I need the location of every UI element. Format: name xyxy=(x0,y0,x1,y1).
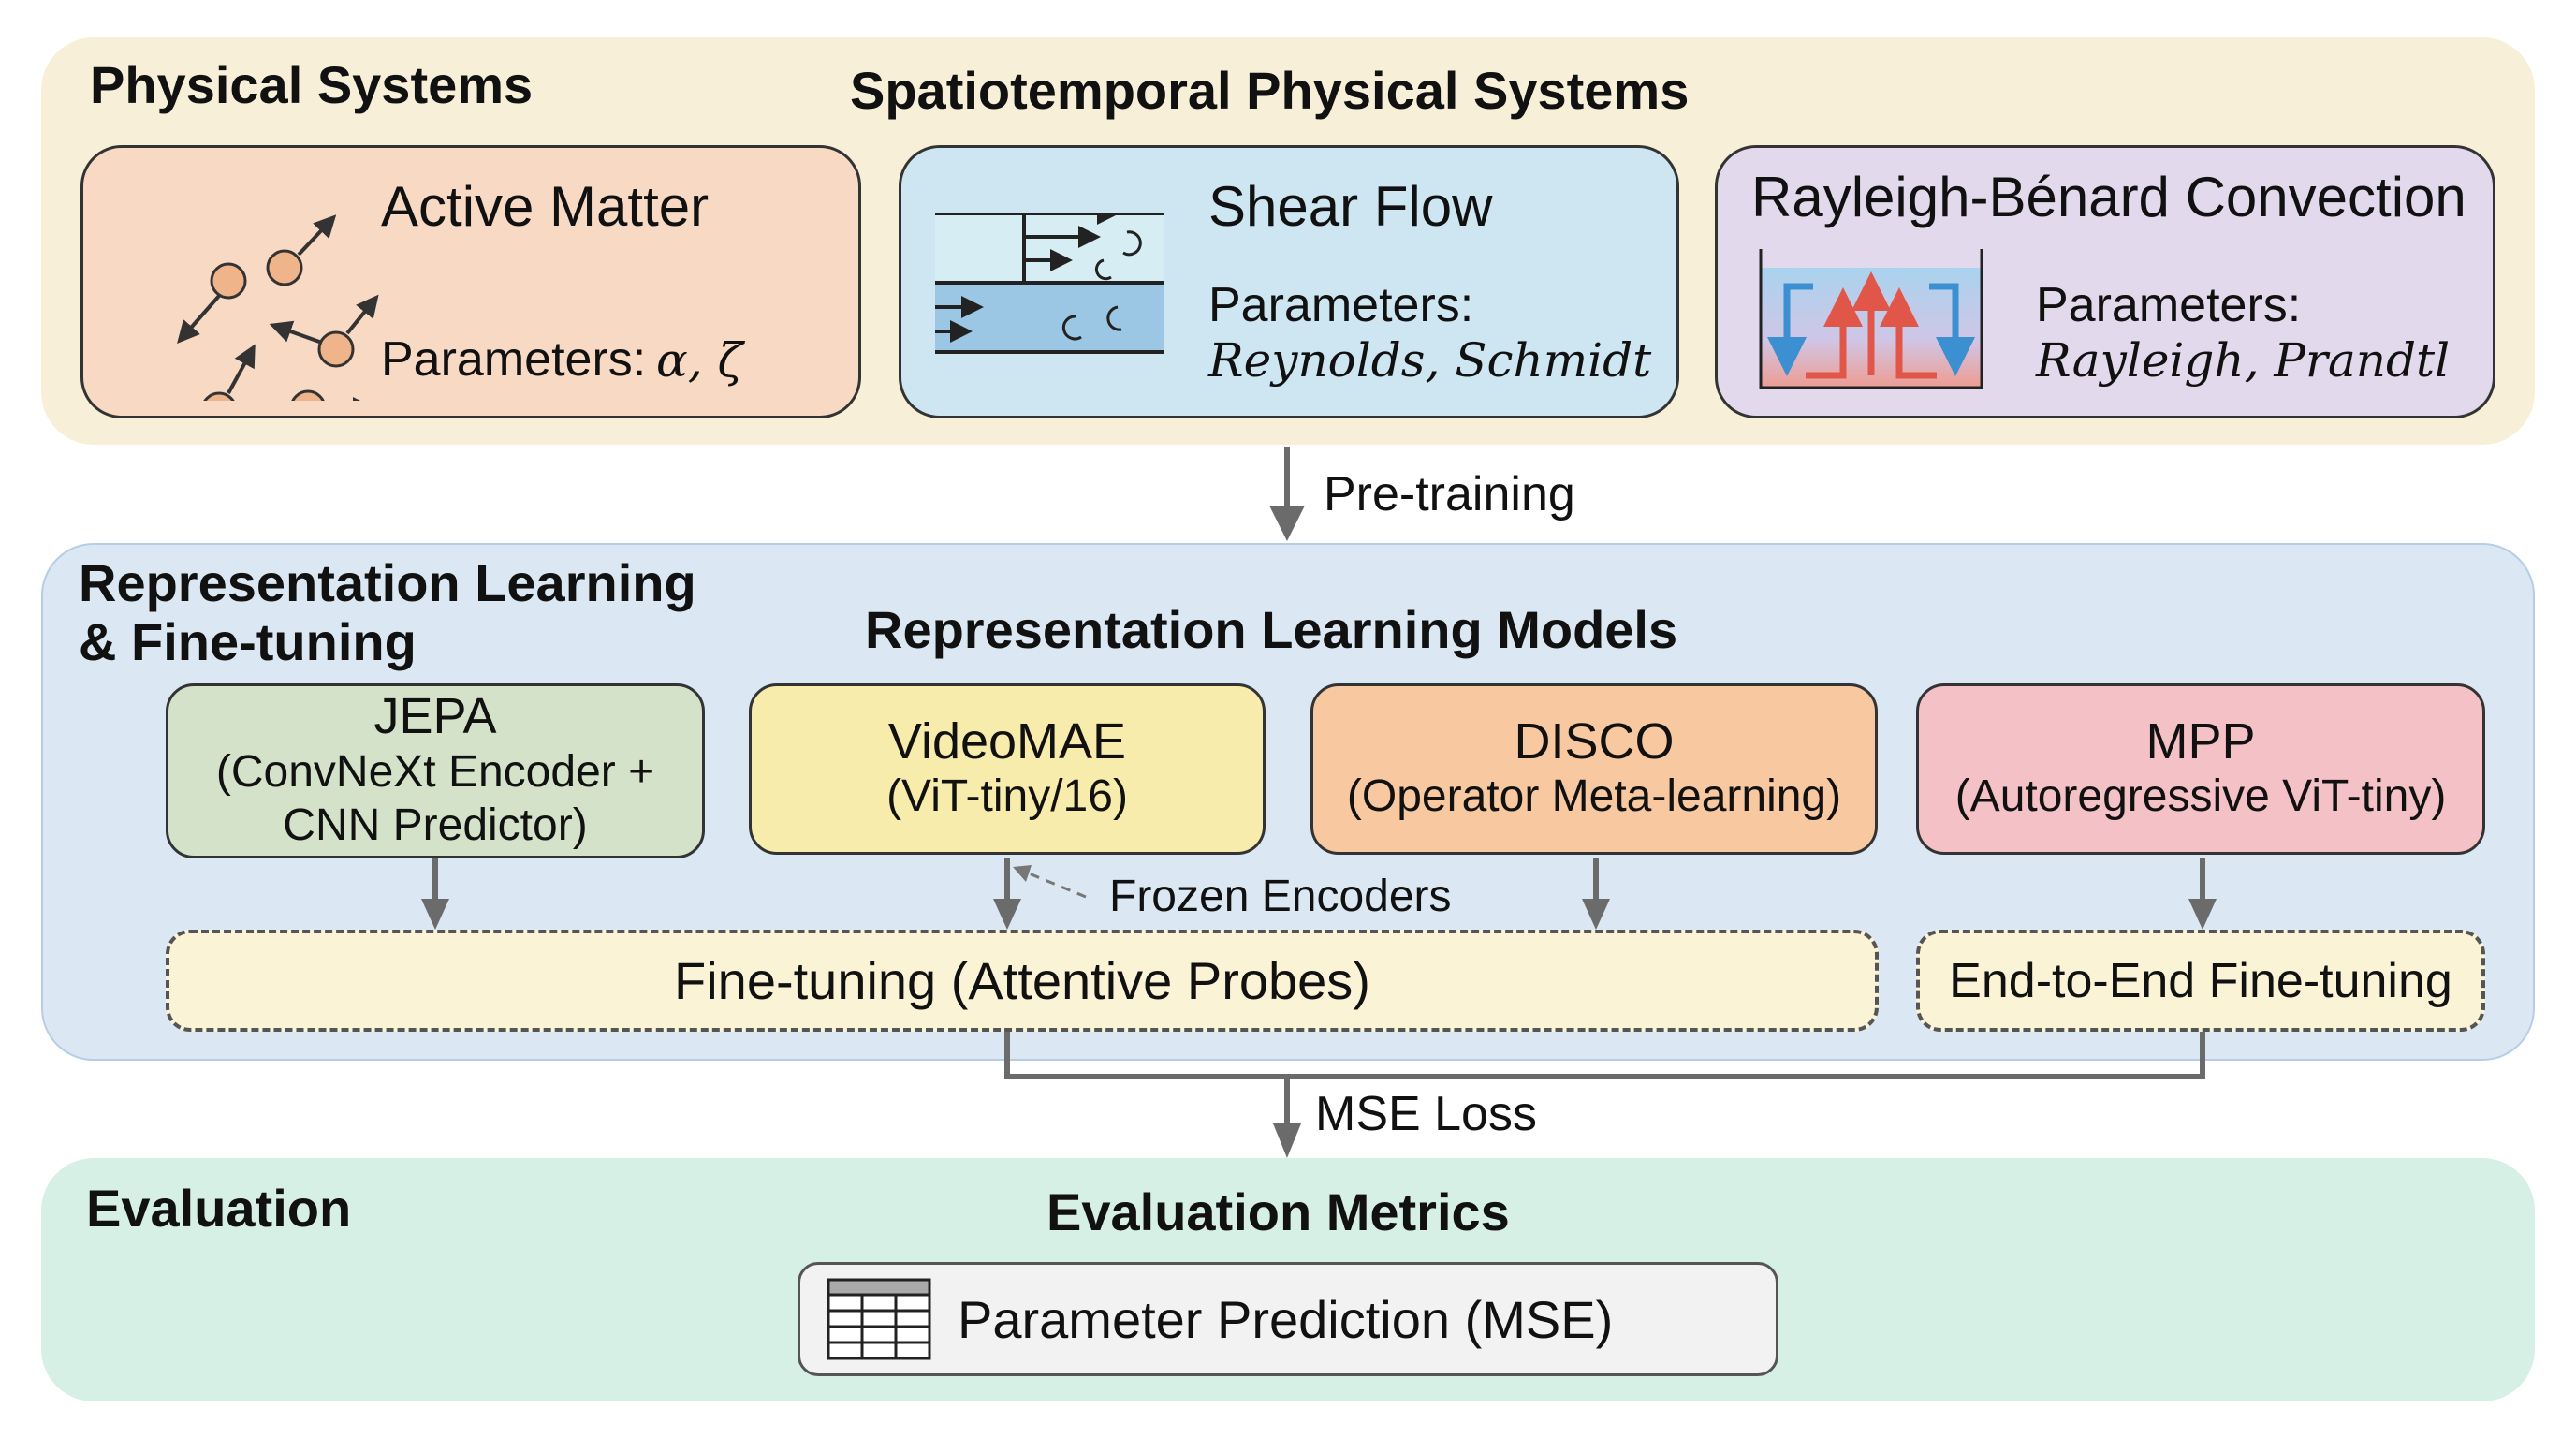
model-card-jepa[interactable]: JEPA (ConvNeXt Encoder + CNN Predictor) xyxy=(166,683,705,858)
model-card-videomae[interactable]: VideoMAE (ViT-tiny/16) xyxy=(749,683,1266,855)
label-mse-loss: MSE Loss xyxy=(1315,1087,1537,1141)
params-label: Parameters: xyxy=(2036,278,2302,332)
group-title-models: Representation Learning Models xyxy=(865,600,1678,659)
finetune-attentive-probes[interactable]: Fine-tuning (Attentive Probes) xyxy=(166,930,1879,1032)
params-values: Rayleigh, Prandtl xyxy=(2036,333,2451,388)
model-desc: (ViT-tiny/16) xyxy=(886,771,1128,822)
table-icon xyxy=(827,1278,931,1360)
label-frozen-encoders: Frozen Encoders xyxy=(1109,872,1452,921)
group-title-spatiotemporal: Spatiotemporal Physical Systems xyxy=(850,61,1690,120)
model-card-disco[interactable]: DISCO (Operator Meta-learning) xyxy=(1310,683,1878,855)
model-name: MPP xyxy=(2145,713,2256,770)
system-card-shear-flow[interactable]: Shear Flow Parameters: Reynolds, Schmidt xyxy=(899,145,1679,418)
model-card-mpp[interactable]: MPP (Autoregressive ViT-tiny) xyxy=(1916,683,2485,855)
group-title-metrics: Evaluation Metrics xyxy=(1046,1182,1510,1241)
model-desc: (ConvNeXt Encoder + xyxy=(215,746,655,797)
params-label: Parameters: xyxy=(1208,278,1474,332)
finetune-end-to-end[interactable]: End-to-End Fine-tuning xyxy=(1916,930,2485,1032)
convection-cell-icon xyxy=(1759,249,1983,389)
particles-icon xyxy=(177,214,379,401)
label-pretraining: Pre-training xyxy=(1324,467,1575,521)
model-desc: (Operator Meta-learning) xyxy=(1346,771,1842,822)
shear-flow-icon xyxy=(935,213,1164,354)
model-desc: CNN Predictor) xyxy=(283,800,588,851)
model-name: DISCO xyxy=(1514,713,1675,770)
params-values: Reynolds, Schmidt xyxy=(1208,333,1652,388)
section-title-evaluation: Evaluation xyxy=(86,1179,352,1238)
system-name: Active Matter xyxy=(381,175,710,238)
params-values: α, ζ xyxy=(656,333,743,388)
system-card-active-matter[interactable]: Active Matter Parameters: α, ζ xyxy=(80,145,861,418)
section-title-representation: Representation Learning & Fine-tuning xyxy=(79,553,696,671)
model-name: VideoMAE xyxy=(887,713,1127,770)
system-name: Shear Flow xyxy=(1208,175,1493,238)
pretraining-arrowhead xyxy=(1269,506,1305,541)
params-label: Parameters: xyxy=(381,332,647,387)
metric-label: Parameter Prediction (MSE) xyxy=(958,1290,1614,1349)
metric-card-parameter-prediction[interactable]: Parameter Prediction (MSE) xyxy=(798,1262,1778,1376)
model-desc: (Autoregressive ViT-tiny) xyxy=(1954,771,2447,822)
model-name: JEPA xyxy=(373,688,497,745)
system-name: Rayleigh-Bénard Convection xyxy=(1751,166,2466,228)
section-title-physical-systems: Physical Systems xyxy=(90,55,534,114)
mse-arrowhead xyxy=(1273,1123,1301,1158)
system-card-rayleigh-benard[interactable]: Rayleigh-Bénard Convection Parameters: R… xyxy=(1715,145,2496,418)
